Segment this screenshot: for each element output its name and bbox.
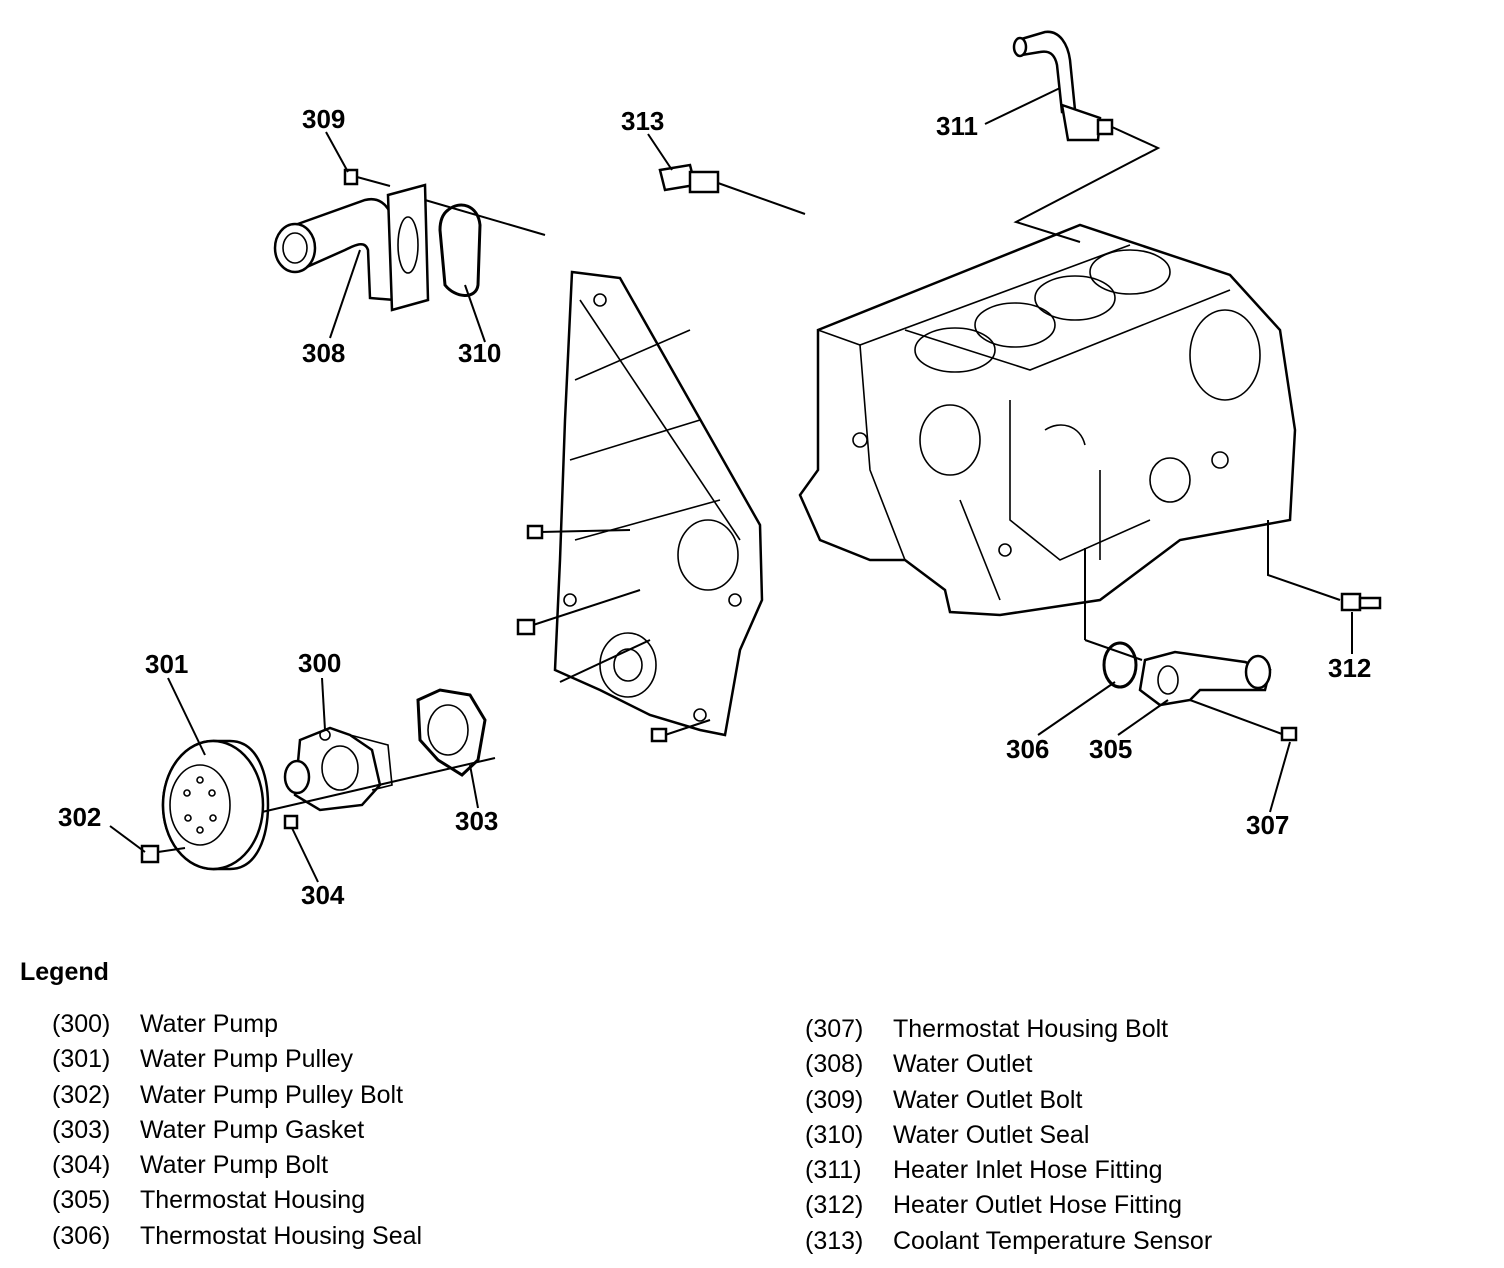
legend-left-column: 300Water Pump 301Water Pump Pulley 302Wa… xyxy=(52,1007,422,1254)
legend-item-number: 302 xyxy=(52,1078,140,1113)
heater-inlet-hose-fitting xyxy=(1012,30,1161,243)
legend-item-label: Water Outlet Bolt xyxy=(893,1085,1083,1114)
legend-item: 311Heater Inlet Hose Fitting xyxy=(805,1153,1212,1188)
legend-item: 301Water Pump Pulley xyxy=(52,1042,422,1077)
legend-item: 312Heater Outlet Hose Fitting xyxy=(805,1188,1212,1223)
legend-item-number: 313 xyxy=(805,1224,893,1259)
legend-item-label: Heater Outlet Hose Fitting xyxy=(893,1191,1183,1220)
legend-item-number: 310 xyxy=(805,1118,893,1153)
legend-item: 306Thermostat Housing Seal xyxy=(52,1219,422,1254)
legend-item-label: Water Outlet Seal xyxy=(893,1120,1090,1149)
legend-item-number: 307 xyxy=(805,1012,893,1047)
legend-item-label: Water Pump Pulley Bolt xyxy=(140,1080,404,1109)
legend-item: 310Water Outlet Seal xyxy=(805,1118,1212,1153)
heater-outlet-hose-fitting xyxy=(1267,520,1382,612)
legend-item-label: Coolant Temperature Sensor xyxy=(893,1226,1213,1255)
legend-item-number: 301 xyxy=(52,1042,140,1077)
callout-312: 312 xyxy=(1328,653,1371,683)
water-pump-gasket xyxy=(416,688,487,777)
callout-300: 300 xyxy=(298,648,341,678)
legend-item-number: 300 xyxy=(52,1007,140,1042)
thermostat-housing xyxy=(1138,650,1272,707)
callout-301: 301 xyxy=(145,649,188,679)
legend-item: 303Water Pump Gasket xyxy=(52,1113,422,1148)
legend-item-label: Water Pump Gasket xyxy=(140,1115,365,1144)
coolant-temperature-sensor xyxy=(658,163,806,215)
legend-item: 305Thermostat Housing xyxy=(52,1183,422,1218)
water-pump-bolt xyxy=(283,814,299,830)
legend-item-number: 308 xyxy=(805,1047,893,1082)
leader-lines xyxy=(109,87,1353,883)
callout-311: 311 xyxy=(936,111,978,141)
legend-item-number: 304 xyxy=(52,1148,140,1183)
callout-303: 303 xyxy=(455,806,498,836)
legend-item: 313Coolant Temperature Sensor xyxy=(805,1224,1212,1259)
legend-item-number: 309 xyxy=(805,1083,893,1118)
legend-item-label: Water Pump Pulley xyxy=(140,1045,354,1074)
legend-item-label: Water Pump Bolt xyxy=(140,1151,329,1180)
legend-item: 308Water Outlet xyxy=(805,1047,1212,1082)
callout-310: 310 xyxy=(458,338,501,368)
water-pump xyxy=(283,726,393,812)
legend-item-number: 311 xyxy=(805,1153,893,1188)
water-pump-pulley-bolt xyxy=(140,844,186,864)
legend-item-number: 303 xyxy=(52,1113,140,1148)
callout-308: 308 xyxy=(302,338,345,368)
legend-item-number: 312 xyxy=(805,1188,893,1223)
legend-item-label: Water Pump xyxy=(140,1010,279,1038)
water-pump-pulley xyxy=(161,739,270,871)
callout-313: 313 xyxy=(621,106,664,136)
legend-item-label: Thermostat Housing Bolt xyxy=(893,1015,1169,1043)
legend-item-label: Water Outlet xyxy=(893,1050,1033,1079)
legend-item-label: Thermostat Housing Seal xyxy=(140,1221,423,1250)
water-outlet-seal xyxy=(438,203,482,297)
legend-item: 309Water Outlet Bolt xyxy=(805,1083,1212,1118)
legend-item: 300Water Pump xyxy=(52,1007,422,1042)
legend-item-number: 306 xyxy=(52,1219,140,1254)
front-cover xyxy=(553,270,764,737)
water-outlet-bolt xyxy=(343,168,391,187)
callout-307: 307 xyxy=(1246,810,1289,840)
legend-item: 307Thermostat Housing Bolt xyxy=(805,1012,1212,1047)
legend-item-number: 305 xyxy=(52,1183,140,1218)
legend-item: 304Water Pump Bolt xyxy=(52,1148,422,1183)
callout-305: 305 xyxy=(1089,734,1132,764)
thermostat-housing-seal xyxy=(1102,641,1138,689)
front-cover-bolts xyxy=(516,524,711,743)
exploded-view-diagram: 309 313 311 308 310 301 300 312 306 305 … xyxy=(58,30,1382,910)
water-outlet xyxy=(273,183,430,312)
legend-item-label: Heater Inlet Hose Fitting xyxy=(893,1156,1163,1185)
engine-block xyxy=(798,223,1297,617)
legend-right-column: 307Thermostat Housing Bolt 308Water Outl… xyxy=(805,1012,1212,1259)
callout-304: 304 xyxy=(301,880,345,910)
thermostat-housing-bolt xyxy=(1189,699,1298,742)
legend-item: 302Water Pump Pulley Bolt xyxy=(52,1078,422,1113)
legend-title: Legend xyxy=(20,958,109,986)
legend-item-label: Thermostat Housing xyxy=(140,1186,366,1215)
callout-309: 309 xyxy=(302,104,345,134)
callout-306: 306 xyxy=(1006,734,1049,764)
callout-302: 302 xyxy=(58,802,101,832)
